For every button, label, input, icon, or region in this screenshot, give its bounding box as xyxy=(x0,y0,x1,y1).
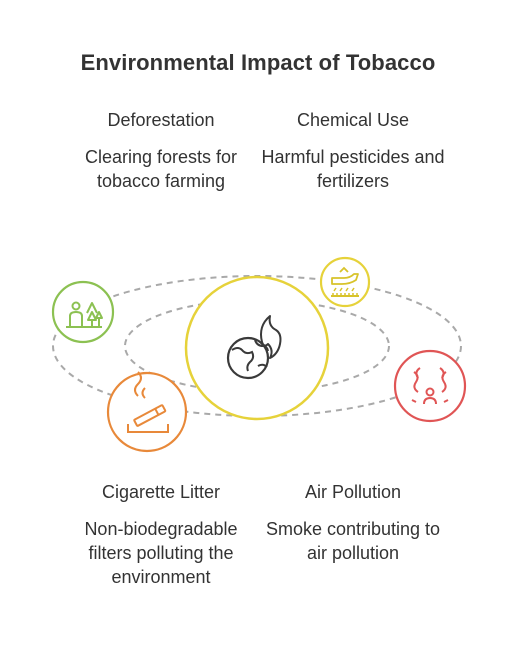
cigarette-litter-description: Non-biodegradable filters polluting the … xyxy=(84,519,238,587)
person-trees-icon xyxy=(51,280,115,344)
cigarette-litter-block: Cigarette Litter Non-biodegradable filte… xyxy=(66,482,256,589)
air-pollution-block: Air Pollution Smoke contributing to air … xyxy=(258,482,448,565)
cigarette-ashtray-icon xyxy=(106,371,188,453)
air-pollution-description: Smoke contributing to air pollution xyxy=(265,519,441,563)
globe-fire-icon xyxy=(184,275,330,421)
smoke-face-icon xyxy=(393,349,467,423)
cigarette-litter-heading: Cigarette Litter xyxy=(101,482,221,502)
deforestation-block: Deforestation Clearing forests for tobac… xyxy=(66,110,256,193)
chemical-use-description: Harmful pesticides and fertilizers xyxy=(261,147,445,191)
crop-duster-plane-icon xyxy=(319,256,371,308)
deforestation-heading: Deforestation xyxy=(107,110,215,130)
chemical-use-block: Chemical Use Harmful pesticides and fert… xyxy=(258,110,448,193)
deforestation-description: Clearing forests for tobacco farming xyxy=(84,147,238,191)
air-pollution-heading: Air Pollution xyxy=(304,482,402,502)
page-title: Environmental Impact of Tobacco xyxy=(80,50,436,75)
chemical-use-heading: Chemical Use xyxy=(296,110,410,130)
